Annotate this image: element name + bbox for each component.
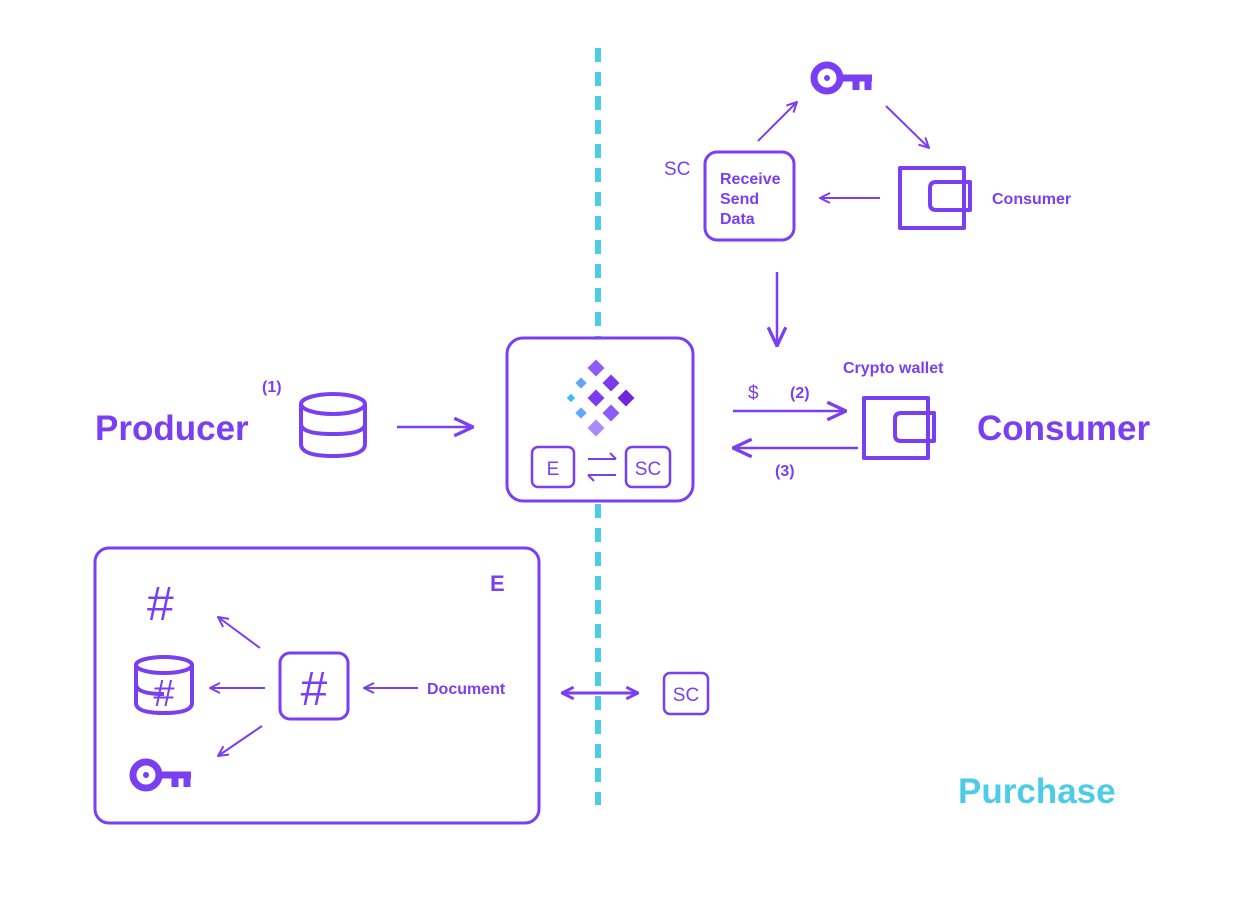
sc-bottom-box [662, 671, 710, 716]
hash-database-icon [134, 655, 194, 716]
crypto-wallet-icon [862, 396, 936, 460]
step-3-label: (3) [775, 463, 795, 480]
contract-line-send: Send [720, 191, 759, 208]
dollar-label: $ [748, 383, 759, 404]
e-panel-label: E [490, 571, 505, 596]
document-label: Document [427, 681, 506, 698]
key-icon [810, 61, 872, 95]
e-box [530, 445, 576, 489]
wallet-icon [898, 166, 972, 230]
marketplace-logo-icon [566, 359, 635, 437]
producer-label: Producer [95, 409, 249, 448]
hash-box-symbol: # [301, 663, 328, 716]
sc-bottom-label: SC [673, 685, 699, 706]
arrow-key-to-wallet [885, 105, 929, 148]
arrow-contract-to-key [757, 102, 797, 142]
sc-box-label: SC [635, 459, 661, 480]
hash-database-symbol: # [153, 673, 174, 715]
step-2-label: (2) [790, 385, 810, 402]
key-icon-bottom [129, 758, 191, 792]
consumer-label: Consumer [977, 409, 1150, 448]
arrow-hash-down [218, 725, 263, 756]
step-1-label: (1) [262, 379, 282, 396]
sc-box [624, 445, 672, 489]
contract-box [703, 150, 796, 242]
hash-box [278, 651, 350, 721]
purchase-title: Purchase [958, 772, 1116, 811]
crypto-wallet-label: Crypto wallet [843, 360, 944, 377]
contract-line-receive: Receive [720, 171, 781, 188]
e-box-label: E [547, 459, 560, 480]
database-icon [299, 392, 367, 459]
arrow-hash-up [218, 617, 261, 649]
contract-line-data: Data [720, 211, 755, 228]
sc-top-label: SC [664, 159, 690, 180]
hash-icon: # [147, 578, 174, 631]
consumer-small-label: Consumer [992, 191, 1071, 208]
swap-arrows-icon [587, 452, 617, 482]
